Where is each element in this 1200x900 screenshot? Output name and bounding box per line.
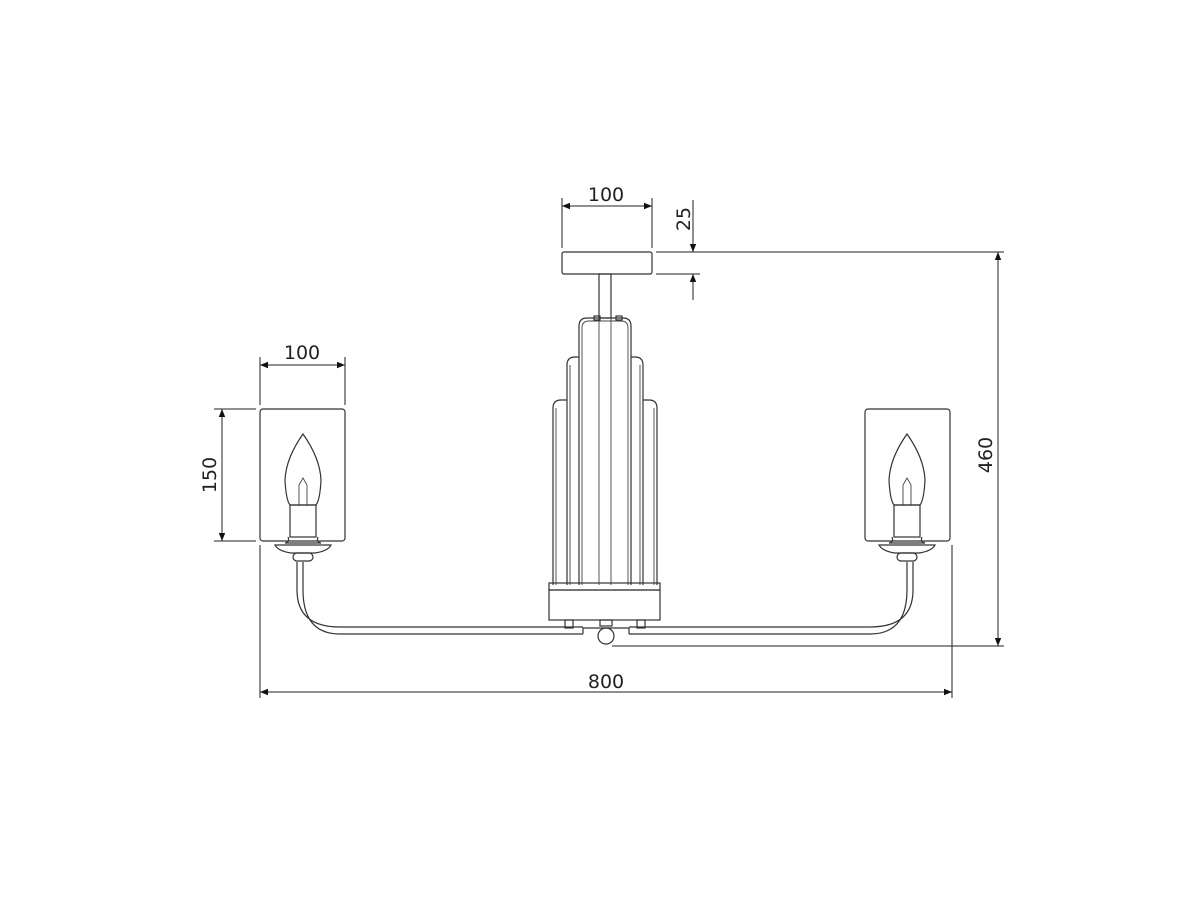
dimension-total-height: 460 xyxy=(975,252,1002,646)
dimension-shade-height: 150 xyxy=(199,409,226,541)
dimension-shade-width: 100 xyxy=(260,342,345,369)
label-shade-height: 150 xyxy=(199,457,221,493)
label-total-width: 800 xyxy=(588,671,624,693)
label-shade-width: 100 xyxy=(284,342,320,364)
label-total-height: 460 xyxy=(975,437,997,473)
central-body xyxy=(548,315,661,645)
left-shade xyxy=(259,408,346,562)
dimension-canopy-height: 25 xyxy=(673,200,697,300)
label-canopy-width: 100 xyxy=(588,184,624,206)
extension-lines xyxy=(214,198,1004,698)
dimension-canopy-width: 100 xyxy=(562,184,652,210)
arms xyxy=(296,562,914,635)
label-canopy-height: 25 xyxy=(673,207,695,231)
canopy xyxy=(561,251,653,319)
dimension-total-width: 800 xyxy=(260,671,952,696)
right-shade xyxy=(864,408,951,562)
